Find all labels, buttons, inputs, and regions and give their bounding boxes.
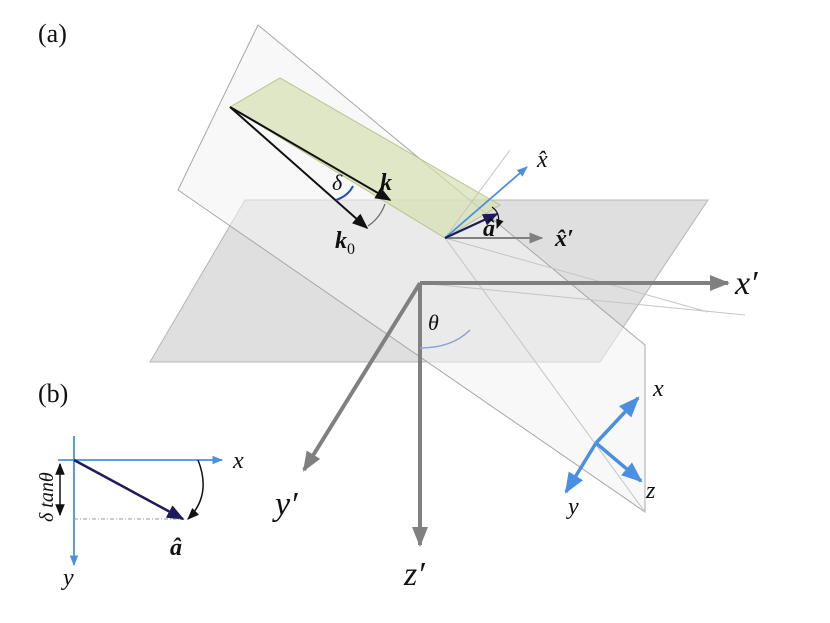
panel-b-y-label: y [61,565,74,591]
triad-x-label: x [652,376,664,402]
y-prime-axis [302,281,422,472]
a-hat-arc [491,206,504,229]
delta-arc [335,185,354,201]
a-hat-label: â [483,216,495,242]
theta-label: θ [428,310,439,335]
panel-b-a-hat-label: â [170,535,182,561]
y-prime-label: y′ [272,486,298,523]
triad-z-axis [594,441,643,483]
delta-label: δ [332,170,343,195]
panel-b-label: (b) [38,379,68,408]
k0-vector [229,106,369,230]
panel-a-label: (a) [38,19,67,48]
z-prime-label: z′ [403,556,425,593]
k-vector [229,106,392,201]
x-hat-label: x̂ [536,147,548,173]
helper-line-2 [419,282,746,316]
x-prime-label: x′ [734,265,758,302]
panel-b-rotation-arc [187,459,204,520]
k-k0-arc [367,203,386,227]
green-plane [229,77,501,239]
triad-z-label: z [645,478,656,504]
x-hat-prime-label: x̂′ [554,226,574,252]
a-hat-vector [444,213,499,239]
triad-y-axis [564,442,598,494]
x-hat-vector [444,166,528,239]
triad-x-axis [594,396,640,445]
helper-line-1 [444,237,709,313]
panel-b-x-label: x [232,448,244,474]
k-label: k [380,170,392,196]
helper-line-3 [444,149,511,239]
k0-label: k0 [335,228,355,258]
panel-b-a-hat-vector [73,458,185,521]
triad-y-label: y [566,494,579,520]
theta-arc [419,329,471,349]
delta-tan-theta-label: δ tanθ [36,472,58,522]
